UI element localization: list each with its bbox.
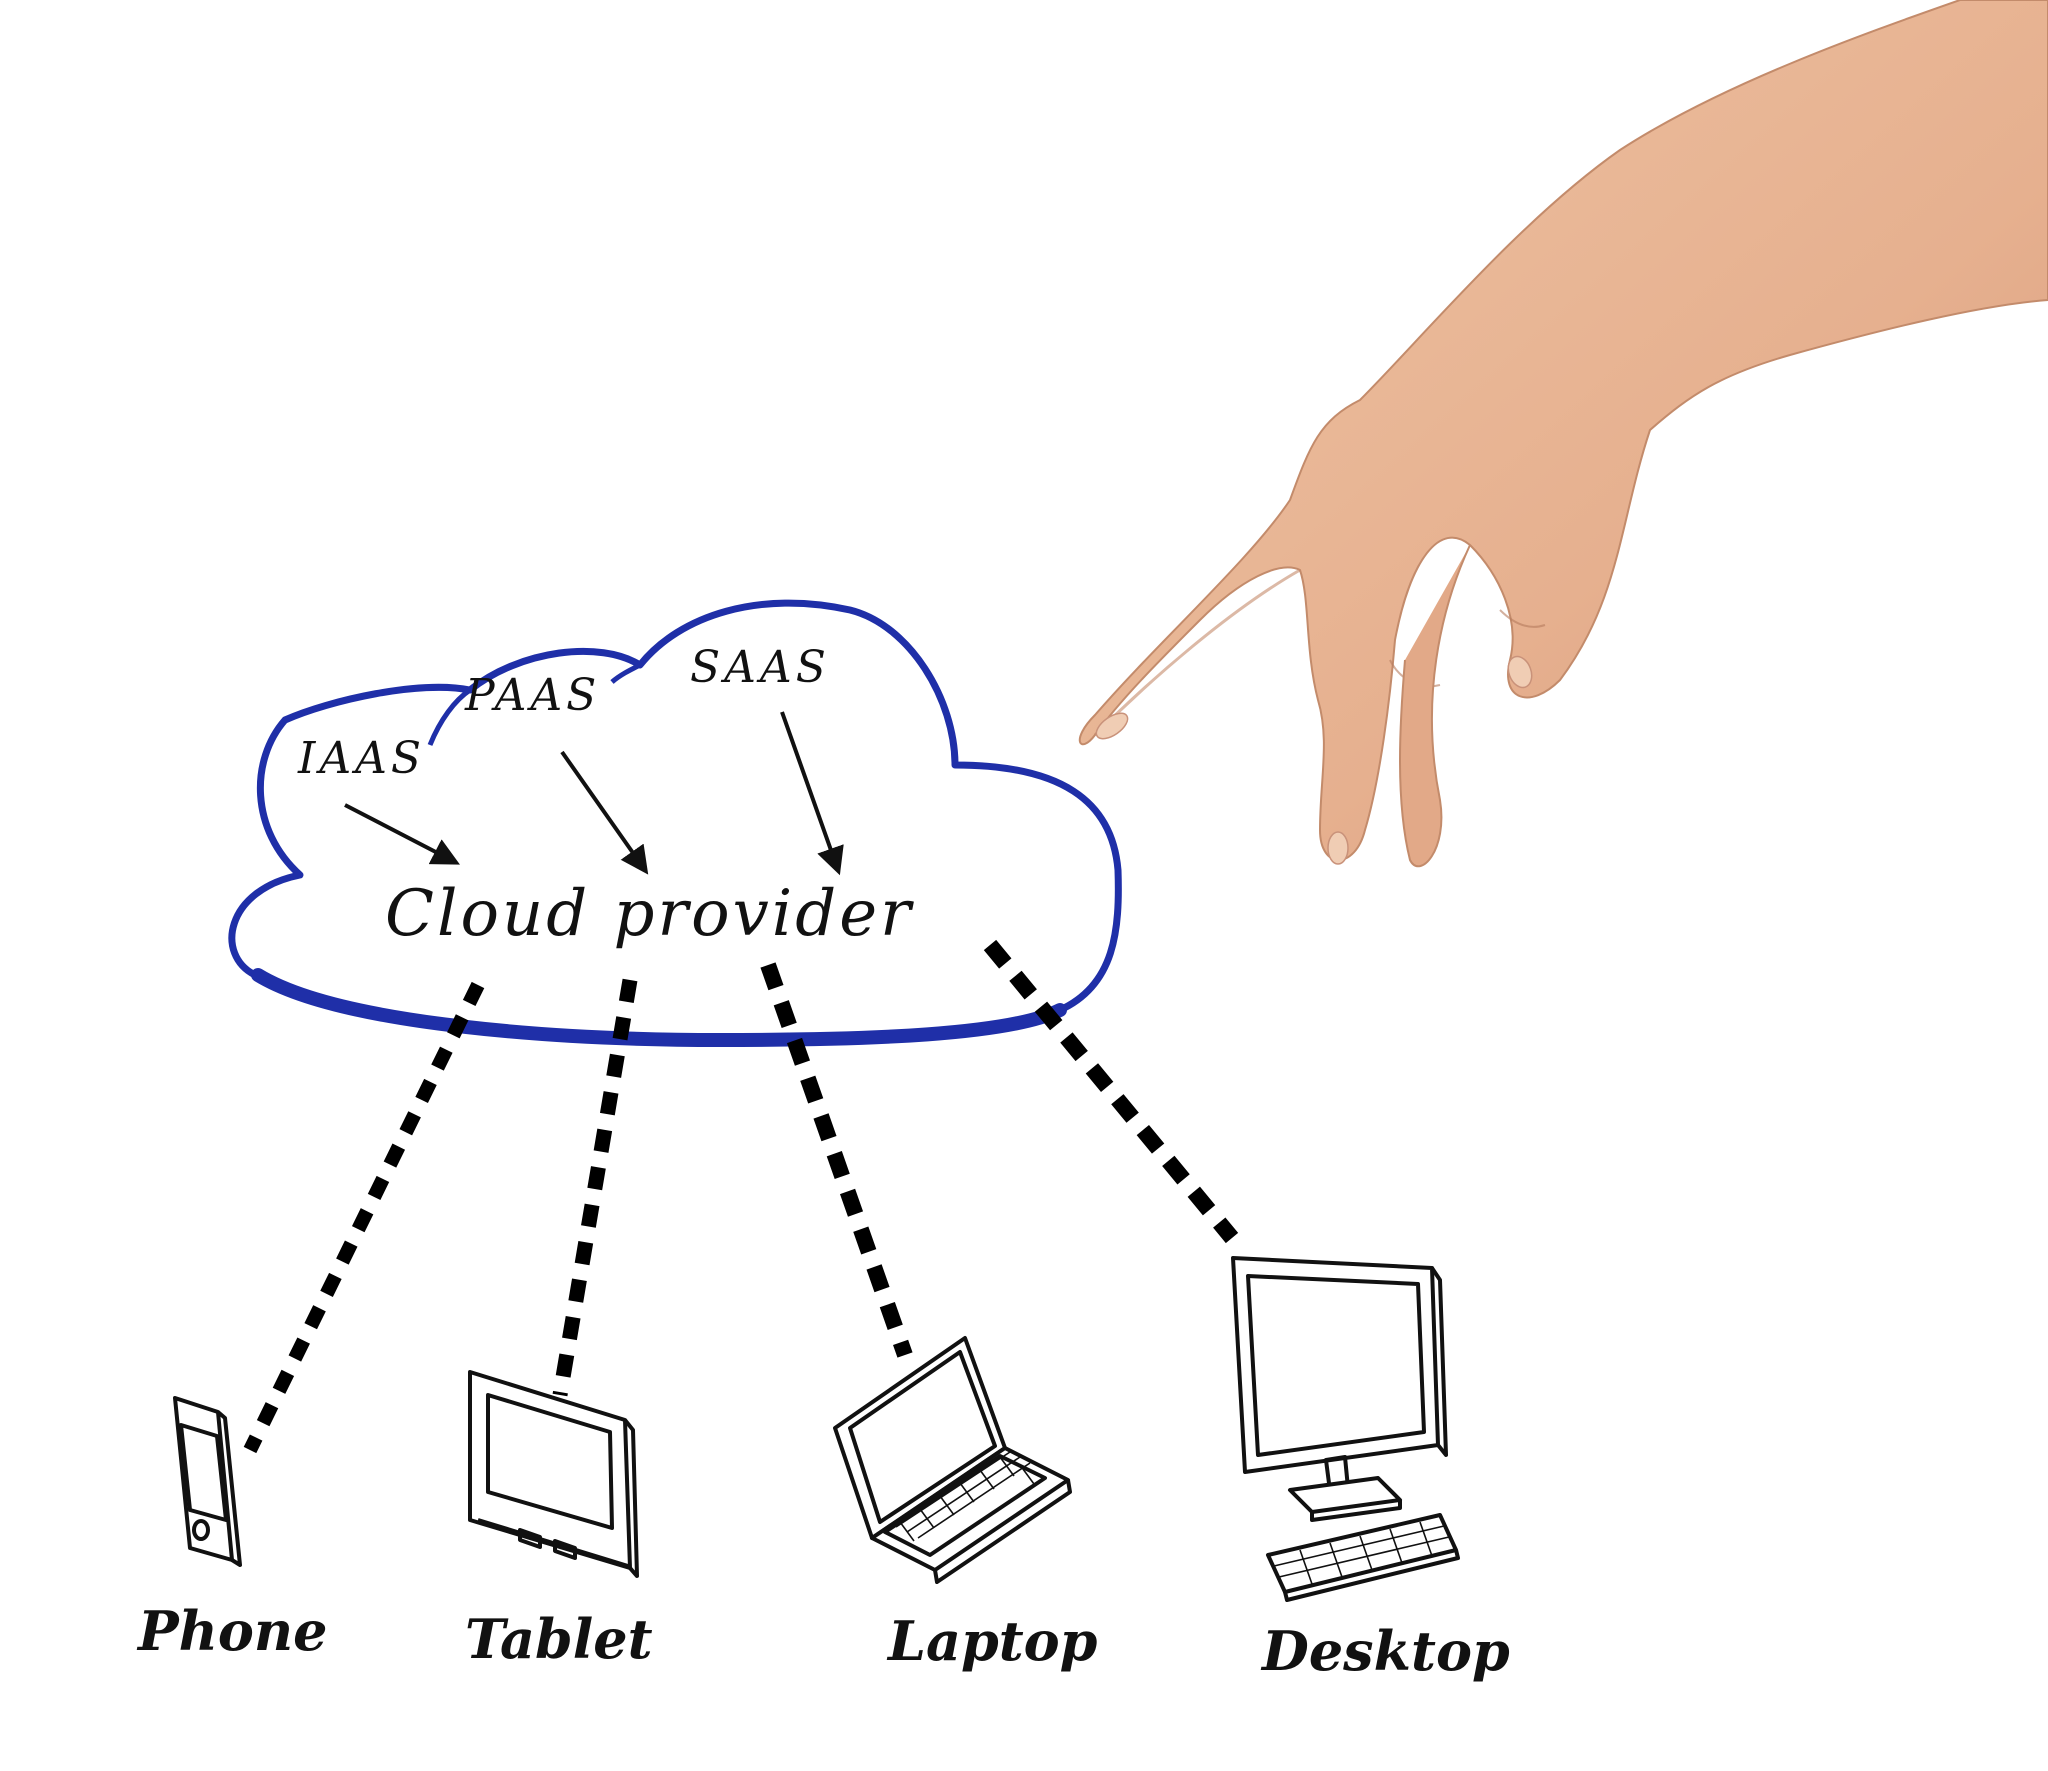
device-label-laptop: Laptop [886, 1609, 1098, 1673]
arrow-saas [780, 711, 844, 876]
tablet-icon [468, 1370, 639, 1578]
connector-desktop [983, 939, 1239, 1244]
phone-icon [173, 1396, 242, 1567]
service-label-saas: SAAS [690, 642, 830, 693]
connectors [243, 939, 1239, 1454]
service-label-paas: PAAS [464, 670, 600, 721]
connector-phone [243, 981, 485, 1454]
arrow-paas [560, 750, 649, 875]
arrow-iaas [344, 803, 460, 865]
device-label-tablet: Tablet [465, 1607, 653, 1671]
laptop-icon [833, 1336, 1072, 1584]
connector-laptop [760, 962, 913, 1358]
cloud-outline [228, 599, 1122, 1044]
service-label-iaas: IAAS [297, 733, 425, 784]
device-label-desktop: Desktop [1260, 1619, 1510, 1683]
hand-image [1078, 0, 2048, 868]
hub-label: Cloud provider [385, 877, 914, 951]
connector-tablet [552, 978, 638, 1397]
device-label-phone: Phone [136, 1599, 328, 1663]
desktop-icon [1231, 1256, 1460, 1602]
